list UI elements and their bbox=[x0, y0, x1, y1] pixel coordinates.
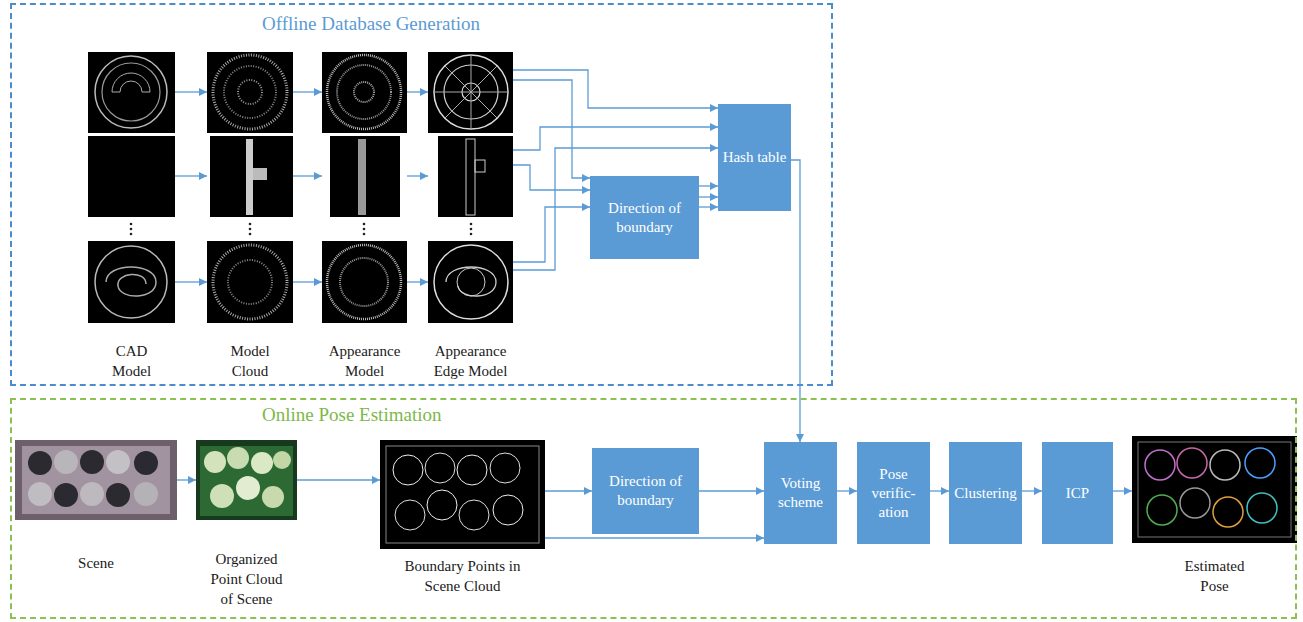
process-box: ICP bbox=[1042, 442, 1113, 544]
image-panel: Appearance Edge Model bbox=[428, 52, 513, 382]
process-box: Direction of boundary bbox=[592, 448, 699, 534]
flow-arrow bbox=[407, 91, 428, 92]
flow-arrow bbox=[699, 196, 718, 197]
flow-arrow bbox=[293, 91, 322, 92]
flow-arrow bbox=[513, 70, 718, 108]
region-title: Offline Database Generation bbox=[262, 12, 480, 36]
extra-arrows bbox=[175, 127, 718, 282]
image-caption: Model Cloud bbox=[224, 341, 276, 381]
image-caption: Organized Point Cloud of Scene bbox=[205, 549, 289, 609]
image-caption: Scene bbox=[56, 553, 136, 573]
box-label: Clustering bbox=[954, 484, 1017, 503]
image-panel: Model Cloud bbox=[207, 52, 293, 382]
process-box: Hash table bbox=[718, 104, 791, 211]
cad-thumb bbox=[88, 52, 175, 323]
region-frame: Online Pose EstimationScene Organized Poi… bbox=[10, 398, 1297, 619]
scene-photo bbox=[15, 440, 177, 520]
process-box: Direction of boundary bbox=[590, 176, 699, 259]
flow-arrow bbox=[175, 91, 207, 92]
flow-arrow bbox=[1022, 490, 1042, 491]
process-box: Voting scheme bbox=[764, 442, 837, 544]
image-panel: CAD Model bbox=[88, 52, 175, 382]
appearance-thumb bbox=[322, 52, 407, 323]
process-box: Clustering bbox=[949, 442, 1022, 544]
flow-arrow bbox=[177, 479, 196, 480]
flow-arrow bbox=[1113, 490, 1132, 491]
flow-arrow bbox=[297, 479, 380, 480]
cloud-thumb bbox=[207, 52, 293, 323]
estimated-pose-image bbox=[1132, 436, 1297, 543]
box-label: Voting scheme bbox=[768, 474, 833, 512]
ellipsis-dots bbox=[130, 223, 473, 236]
edge-thumb bbox=[428, 52, 513, 323]
flow-arrow bbox=[545, 490, 592, 491]
image-caption: Appearance Model bbox=[324, 341, 406, 381]
box-label: Hash table bbox=[723, 148, 787, 167]
process-box: Pose verific- ation bbox=[857, 442, 930, 544]
box-label: Pose verific- ation bbox=[861, 465, 926, 522]
point-cloud-photo bbox=[196, 440, 297, 520]
image-caption: CAD Model bbox=[107, 341, 157, 381]
image-panel: Scene bbox=[15, 440, 177, 576]
flow-arrow bbox=[930, 490, 949, 491]
box-label: ICP bbox=[1066, 484, 1089, 503]
box-label: Direction of boundary bbox=[594, 199, 695, 237]
box-label: Direction of boundary bbox=[596, 472, 695, 510]
flow-arrow bbox=[837, 490, 857, 491]
flow-arrow bbox=[513, 80, 590, 178]
flow-arrow bbox=[545, 537, 764, 538]
image-panel: Estimated Pose bbox=[1132, 436, 1297, 596]
image-panel: Appearance Model bbox=[322, 52, 407, 382]
image-caption: Appearance Edge Model bbox=[428, 341, 514, 381]
region-frame: Offline Database GenerationCAD Model Mode… bbox=[10, 3, 833, 386]
image-panel: Organized Point Cloud of Scene bbox=[196, 440, 297, 610]
flow-arrow bbox=[699, 490, 764, 491]
image-caption: Boundary Points in Scene Cloud bbox=[403, 556, 523, 596]
boundary-image bbox=[380, 440, 545, 549]
region-title: Online Pose Estimation bbox=[262, 403, 441, 427]
image-caption: Estimated Pose bbox=[1175, 556, 1255, 596]
image-panel: Boundary Points in Scene Cloud bbox=[380, 440, 545, 596]
